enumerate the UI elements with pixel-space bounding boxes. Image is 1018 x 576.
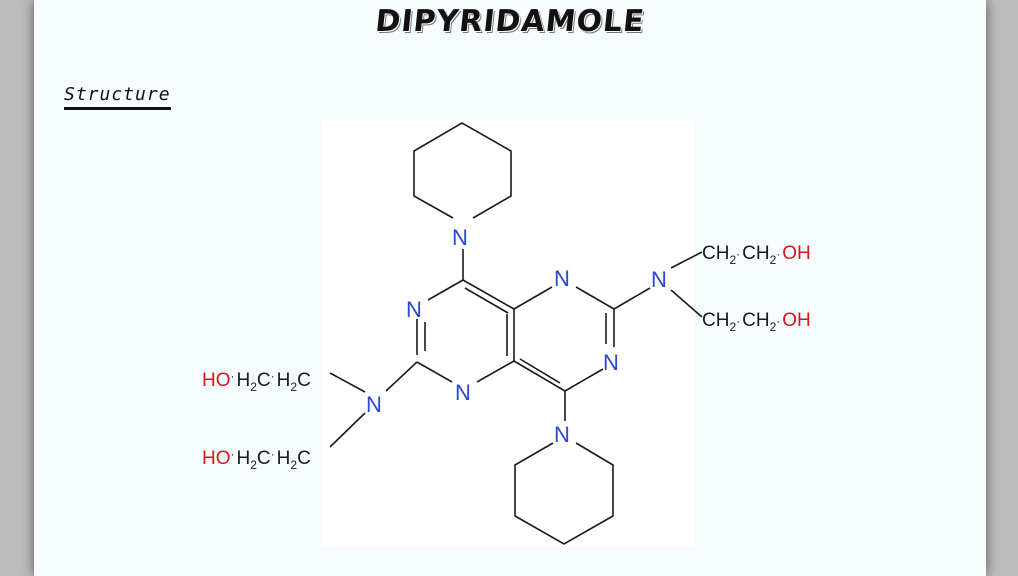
bond-c8-c8a-double [464, 287, 509, 314]
n-right-amine: N [651, 267, 667, 292]
bond-c2-left-n [385, 361, 418, 392]
left-chain-top: HO·H2C·H2C [202, 369, 311, 394]
n-right-ring-bottom: N [603, 350, 619, 375]
top-piperidine-ring [413, 122, 512, 219]
n-bottom-piperidine: N [554, 422, 570, 447]
nitrogen-labels: N N N N N N N N [366, 225, 667, 447]
n-left-amine: N [366, 392, 382, 417]
svg-text:CH2·CH2·OH: CH2·CH2·OH [702, 243, 811, 267]
right-chain-top: CH2·CH2·OH [702, 243, 811, 267]
bond-c2-n3 [416, 361, 453, 383]
slide: DIPYRIDAMOLE Structure [34, 0, 986, 576]
bond-n-c6 [575, 286, 615, 310]
bond-c8-n1 [427, 279, 464, 301]
bond-n3-c4a [476, 360, 515, 383]
bond-left-n-chain-bottom [329, 412, 366, 448]
bond-c8a-n [513, 286, 553, 310]
bond-right-n-chain-bottom [670, 289, 703, 318]
bond-n-c5 [564, 368, 604, 392]
svg-text:HO·H2C·H2C: HO·H2C·H2C [202, 447, 311, 472]
n-right-ring-top: N [554, 266, 570, 291]
bonds [329, 122, 703, 545]
n1-label: N [406, 297, 422, 322]
n-top-piperidine: N [452, 225, 468, 250]
bond-c6-right-n [613, 287, 651, 310]
svg-text:HO·H2C·H2C: HO·H2C·H2C [202, 369, 311, 394]
n3-label: N [455, 380, 471, 405]
bond-left-n-chain-top [329, 372, 366, 393]
svg-text:CH2·CH2·OH: CH2·CH2·OH [702, 310, 811, 334]
bond-right-n-chain-top [670, 251, 703, 269]
bottom-piperidine-ring [514, 442, 614, 545]
dipyridamole-structure-diagram: N N N N N N N N CH2·CH2·OH CH2·CH2·OH HO… [202, 122, 811, 545]
structure-panel [321, 120, 695, 546]
bond-c5-c4a [513, 360, 566, 392]
section-subtitle: Structure [64, 84, 171, 110]
bond-c5-c4a-double [519, 358, 561, 384]
right-chain-bottom: CH2·CH2·OH [702, 310, 811, 334]
left-chain-bottom: HO·H2C·H2C [202, 447, 311, 472]
bond-c8-c8a [462, 279, 515, 310]
